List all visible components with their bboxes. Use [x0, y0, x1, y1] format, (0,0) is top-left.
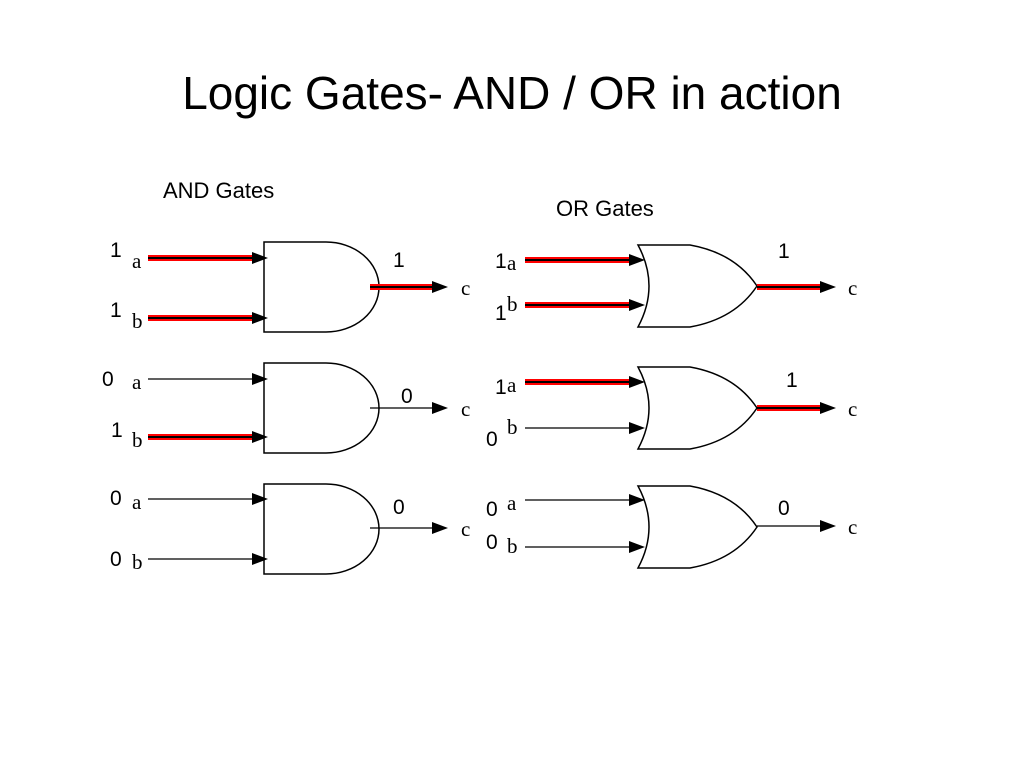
input-b-value: 0 [486, 428, 498, 451]
output-c-value: 1 [393, 249, 405, 272]
output-c-wire [757, 402, 836, 414]
output-c-wire [370, 281, 448, 293]
and-gate-body [263, 483, 380, 575]
and-gate-body [263, 362, 380, 454]
and-gates-label: AND Gates [163, 178, 275, 203]
input-b-value: 0 [486, 531, 498, 554]
pin-a-label: a [132, 490, 142, 514]
or-gates-label: OR Gates [556, 196, 654, 221]
input-a-value: 0 [110, 487, 122, 510]
pin-a-label: a [507, 491, 517, 515]
input-a-wire-arrowhead [629, 254, 645, 266]
input-b-wire-arrowhead [252, 312, 268, 324]
input-b-wire [525, 299, 645, 311]
output-c-wire [757, 281, 836, 293]
pin-c-label: c [848, 276, 857, 300]
pin-a-label: a [132, 249, 142, 273]
input-b-value: 1 [110, 299, 122, 322]
pin-a-label: a [132, 370, 142, 394]
pin-b-label: b [507, 415, 518, 439]
output-c-wire [370, 522, 448, 534]
pin-c-label: c [461, 517, 470, 541]
output-c-wire-arrowhead [820, 281, 836, 293]
output-c-wire-arrowhead [432, 402, 448, 414]
input-b-wire-arrowhead [629, 299, 645, 311]
output-c-value: 0 [393, 496, 405, 519]
or-gate-body [636, 366, 758, 450]
output-c-wire [757, 520, 836, 532]
input-b-wire-arrowhead [252, 553, 268, 565]
and-gate-body [263, 241, 380, 333]
input-a-value: 1 [495, 376, 507, 399]
pin-c-label: c [848, 397, 857, 421]
or-gate-2: ab c 1 0 1 [486, 366, 857, 451]
input-a-wire-arrowhead [252, 493, 268, 505]
input-a-wire [148, 373, 268, 385]
pin-b-label: b [132, 309, 143, 333]
or-gate-3: ab c 0 0 0 [486, 485, 857, 569]
or-gate-1: ab c 1 1 1 [495, 240, 857, 328]
input-a-wire [525, 376, 645, 388]
input-b-value: 0 [110, 548, 122, 571]
or-gate-body [636, 485, 758, 569]
input-b-wire-arrowhead [629, 541, 645, 553]
pin-c-label: c [461, 397, 470, 421]
input-a-wire-arrowhead [629, 376, 645, 388]
and-gate-1: a b c 1 1 1 [110, 239, 470, 333]
input-a-wire [525, 494, 645, 506]
output-c-wire-arrowhead [432, 281, 448, 293]
input-b-wire [525, 422, 645, 434]
input-a-value: 0 [102, 368, 114, 391]
and-gate-2: a b c 0 1 0 [102, 362, 470, 454]
input-b-wire [148, 553, 268, 565]
pin-a-label: a [507, 373, 517, 397]
pin-b-label: b [507, 292, 518, 316]
input-b-wire-arrowhead [629, 422, 645, 434]
input-b-wire [148, 431, 268, 443]
input-a-value: 1 [110, 239, 122, 262]
pin-c-label: c [461, 276, 470, 300]
output-c-value: 0 [401, 385, 413, 408]
pin-b-label: b [507, 534, 518, 558]
pin-c-label: c [848, 515, 857, 539]
input-b-wire [525, 541, 645, 553]
output-c-wire [370, 402, 448, 414]
input-b-wire-arrowhead [252, 431, 268, 443]
input-a-wire [525, 254, 645, 266]
output-c-wire-arrowhead [820, 520, 836, 532]
input-a-wire [148, 493, 268, 505]
and-gate-3: a b c 0 0 0 [110, 483, 470, 575]
output-c-value: 1 [778, 240, 790, 263]
input-a-wire-arrowhead [629, 494, 645, 506]
input-a-value: 0 [486, 498, 498, 521]
input-a-wire-arrowhead [252, 252, 268, 264]
output-c-value: 0 [778, 497, 790, 520]
output-c-value: 1 [786, 369, 798, 392]
input-b-value: 1 [111, 419, 123, 442]
pin-a-label: a [507, 251, 517, 275]
input-a-value: 1 [495, 250, 507, 273]
input-a-wire-arrowhead [252, 373, 268, 385]
pin-b-label: b [132, 550, 143, 574]
or-gate-body [636, 244, 758, 328]
output-c-wire-arrowhead [432, 522, 448, 534]
slide-title: Logic Gates- AND / OR in action [182, 67, 842, 119]
input-a-wire [148, 252, 268, 264]
pin-b-label: b [132, 428, 143, 452]
input-b-value: 1 [495, 302, 507, 325]
input-b-wire [148, 312, 268, 324]
output-c-wire-arrowhead [820, 402, 836, 414]
